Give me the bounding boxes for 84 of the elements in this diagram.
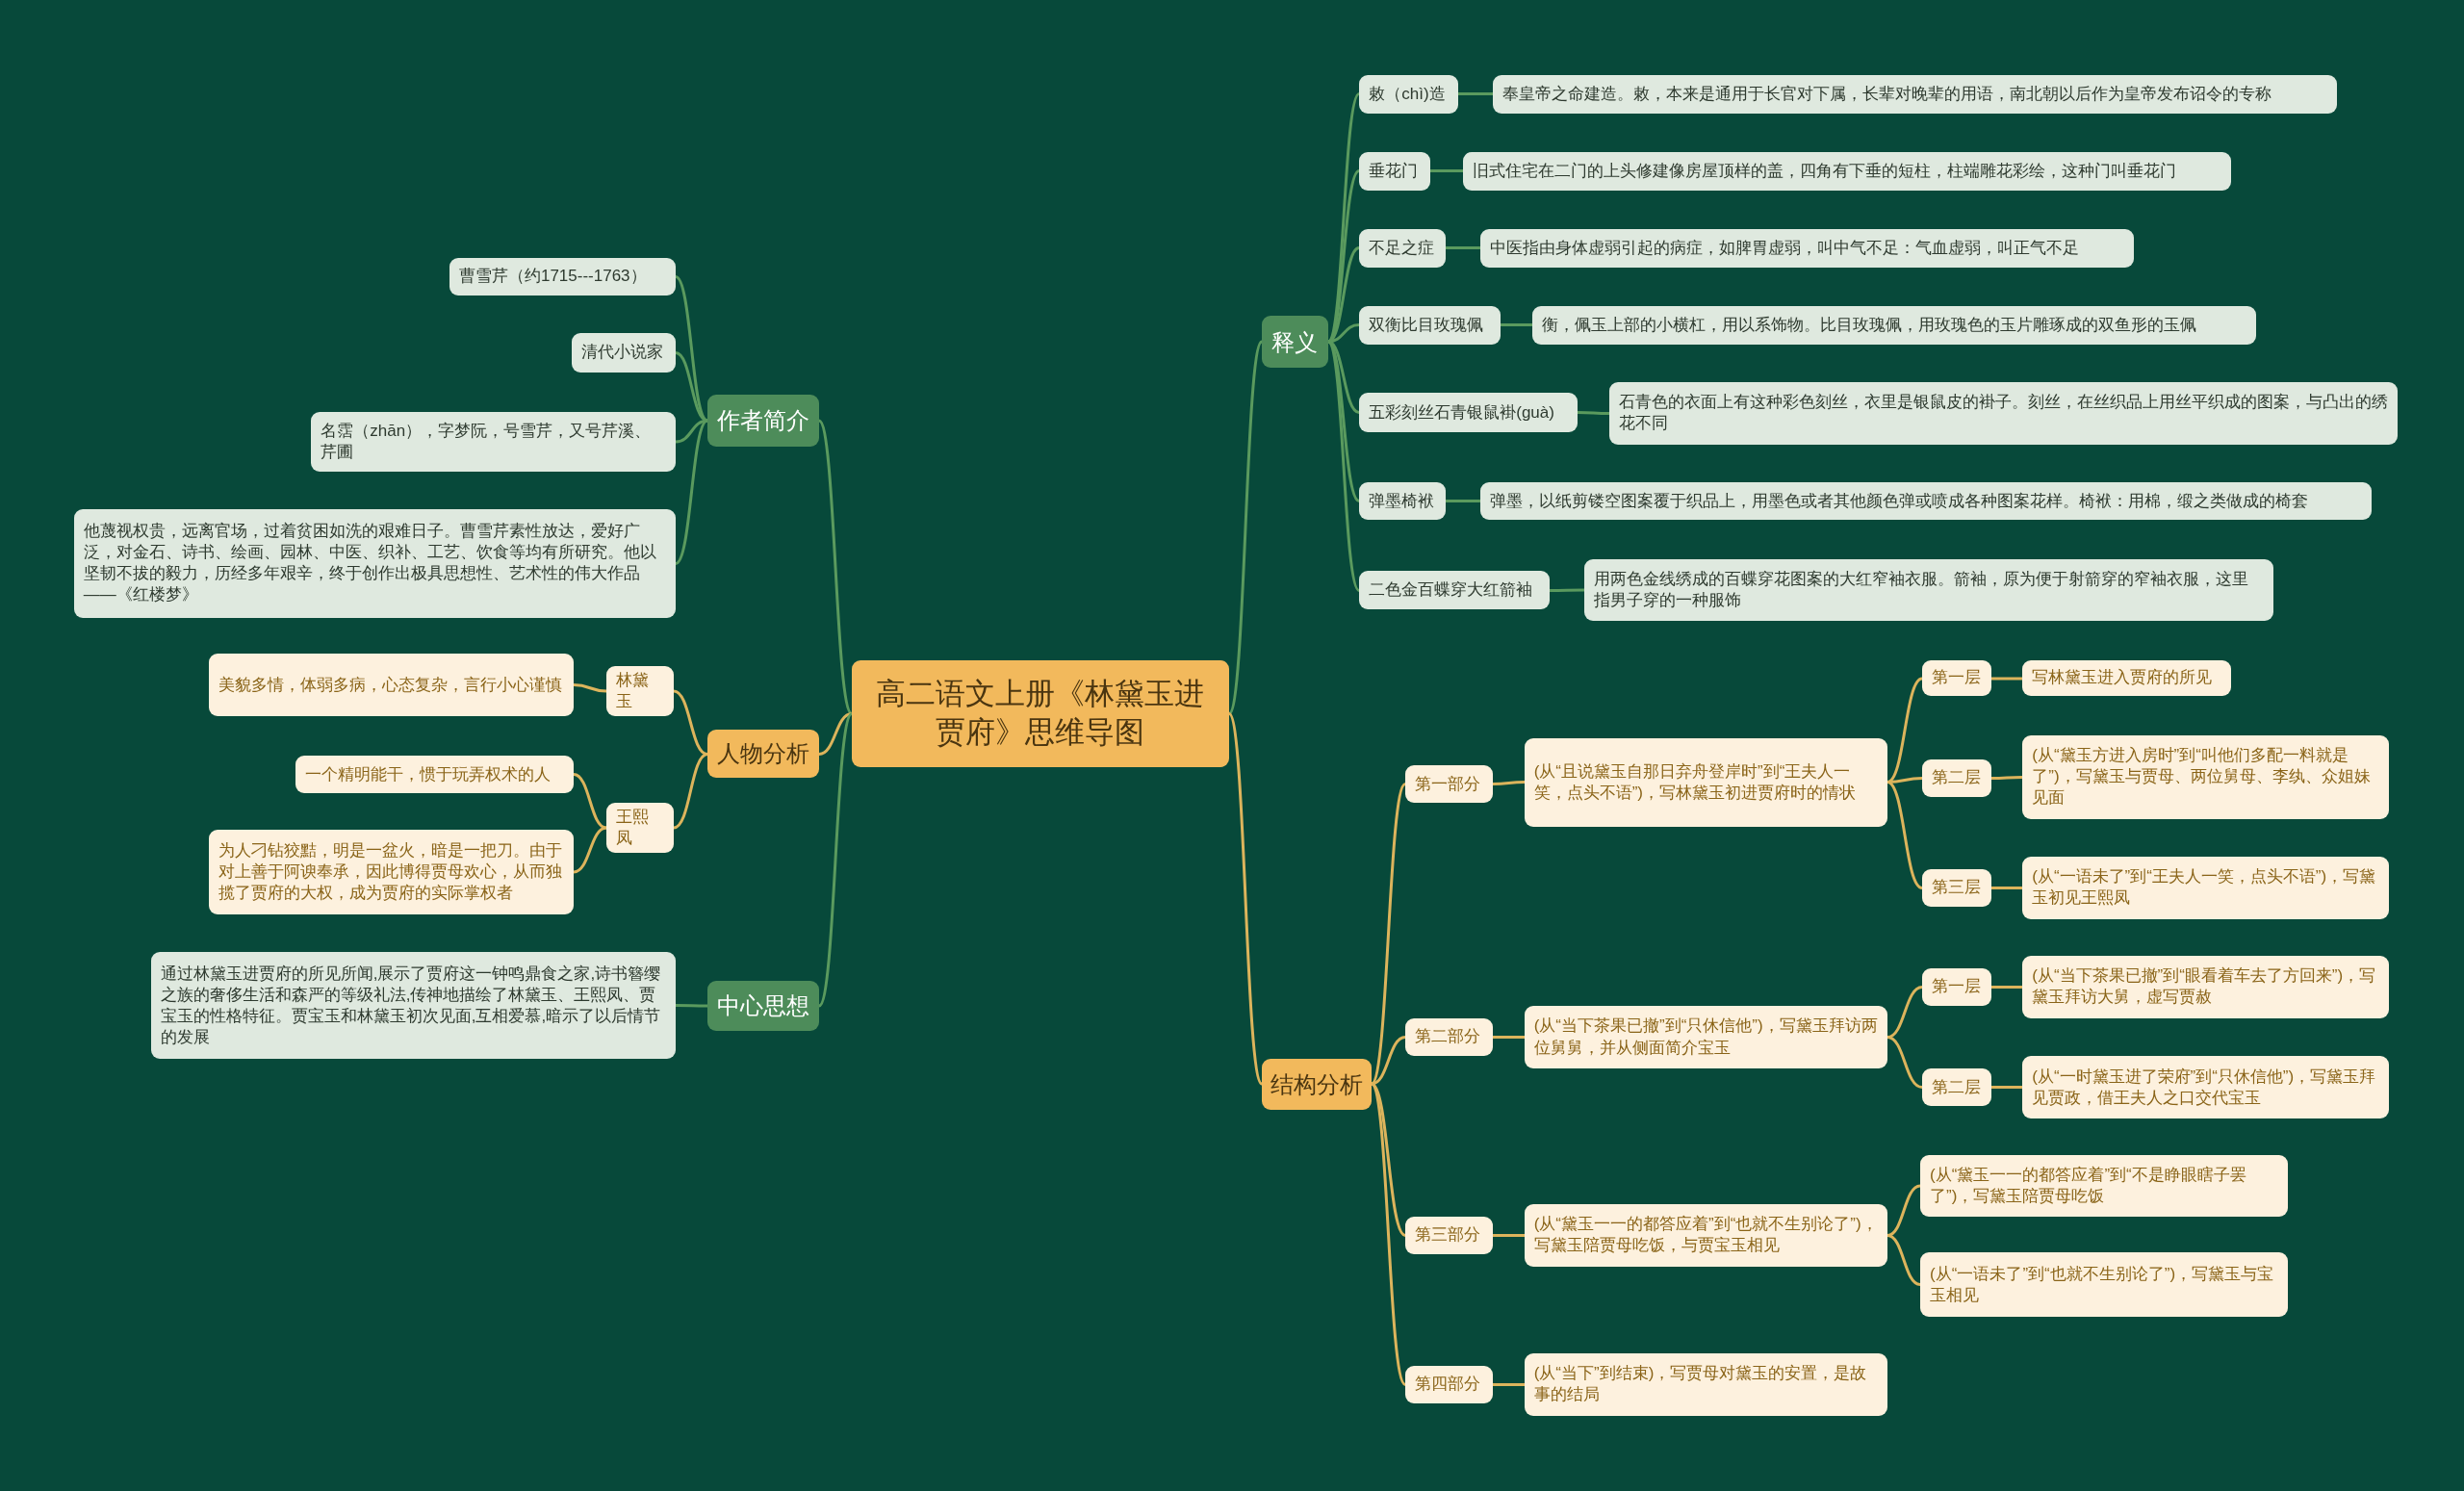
note-box: (从“黛玉一一的都答应着”到“不是睁眼瞎子罢了”)，写黛玉陪贾母吃饭 bbox=[1920, 1155, 2289, 1217]
note-box: 二色金百蝶穿大红箭袖 bbox=[1359, 570, 1550, 610]
note-box: 第三部分 bbox=[1404, 1216, 1493, 1254]
note-box: (从“当下茶果已撤”到“只休信他”)，写黛玉拜访两位舅舅，并从侧面简介宝玉 bbox=[1524, 1005, 1887, 1069]
connector bbox=[1886, 677, 1923, 784]
connector bbox=[1991, 677, 2022, 681]
note-box: 曹雪芹（约1715---1763） bbox=[449, 257, 677, 296]
topic-box: 结构分析 bbox=[1262, 1059, 1373, 1110]
connector bbox=[1493, 1036, 1525, 1039]
connector bbox=[1227, 341, 1264, 715]
connector bbox=[1991, 776, 2022, 780]
connector bbox=[1991, 986, 2022, 989]
note-box: 通过林黛玉进贾府的所见所闻,展示了贾府这一钟鸣鼎食之家,诗书簪缨之族的奢侈生活和森严的等级礼法,传神地描绘了林黛玉、王熙凤、贾宝玉的性格特征。贾宝玉和林黛玉初次见面,互相爱慕,暗示了以后情节的发展 bbox=[150, 952, 677, 1060]
note-box: 石青色的衣面上有这种彩色刻丝，衣里是银鼠皮的褂子。刻丝，在丝织品上用丝平织成的图案，与凸出的绣花不同 bbox=[1608, 381, 2399, 446]
connector bbox=[1493, 1234, 1525, 1237]
note-box: 中医指由身体虚弱引起的病症，如脾胃虚弱，叫中气不足：气血虚弱，叫正气不足 bbox=[1479, 229, 2135, 268]
note-box: 一个精明能干，惯于玩弄权术的人 bbox=[295, 756, 574, 794]
note-box: 奉皇帝之命建造。敕，本来是通用于长官对下属，长辈对晚辈的用语，南北朝以后作为皇帝发布诏令的专称 bbox=[1493, 75, 2337, 114]
note-box: 垂花门 bbox=[1359, 152, 1430, 191]
note-box: 王熙凤 bbox=[606, 803, 675, 854]
connector bbox=[1429, 169, 1463, 172]
connector bbox=[1991, 1086, 2022, 1089]
note-box: 第一层 bbox=[1921, 659, 1991, 697]
note-box: 第一层 bbox=[1921, 967, 1991, 1006]
connector bbox=[1326, 341, 1361, 592]
connector bbox=[1991, 887, 2022, 889]
connector bbox=[673, 753, 708, 830]
note-box: 双衡比目玫瑰佩 bbox=[1359, 306, 1502, 345]
note-box: 旧式住宅在二门的上头修建像房屋顶样的盖，四角有下垂的短柱，柱端雕花彩绘，这种门叫垂花门 bbox=[1463, 152, 2232, 191]
note-box: (从“黛玉一一的都答应着”到“也就不生别论了”)，写黛玉陪贾母吃饭，与贾宝玉相见 bbox=[1524, 1203, 1887, 1267]
note-box: 第二层 bbox=[1921, 758, 1991, 797]
connector bbox=[676, 1004, 707, 1008]
connector bbox=[818, 712, 853, 756]
note-box: (从“一语未了”到“王夫人一笑，点头不语”)，写黛玉初见王熙凤 bbox=[2022, 856, 2389, 920]
connector bbox=[573, 826, 607, 874]
connector bbox=[573, 773, 607, 830]
note-box: (从“一语未了”到“也就不生别论了”)，写黛玉与宝玉相见 bbox=[1920, 1252, 2289, 1318]
connector bbox=[1886, 781, 1923, 889]
connector bbox=[1886, 1184, 1921, 1237]
connector bbox=[1371, 1036, 1406, 1086]
note-box: 名霑（zhān），字梦阮，号雪芹，又号芹溪、芹圃 bbox=[311, 411, 676, 472]
note-box: 第二部分 bbox=[1404, 1017, 1493, 1057]
note-box: 衡，佩玉上部的小横杠，用以系饰物。比目玫瑰佩，用玫瑰色的玉片雕琢成的双鱼形的玉佩 bbox=[1531, 306, 2257, 345]
topic-box: 中心思想 bbox=[706, 980, 819, 1031]
note-box: 五彩刻丝石青银鼠褂(guà) bbox=[1359, 393, 1578, 432]
note-box: (从“当下茶果已撤”到“眼看着车去了方回来”)，写黛玉拜访大舅，虚写贾赦 bbox=[2022, 955, 2389, 1018]
note-box: 弹墨，以纸剪镂空图案覆于织品上，用墨色或者其他颜色弹或喷成各种图案花样。椅袱：用棉，缎之类做成的椅套 bbox=[1479, 482, 2372, 521]
connector bbox=[1578, 411, 1609, 415]
connector bbox=[1501, 323, 1532, 326]
note-box: 他蔑视权贵，远离官场，过着贫困如洗的艰难日子。曹雪芹素性放达，爱好广泛，对金石、诗书、绘画、园林、中医、织补、工艺、饮食等均有所研究。他以坚韧不拔的毅力，历经多年艰辛，终于创作出极具思想性、艺术性的伟大作品——《红楼梦》 bbox=[73, 508, 677, 618]
note-box: 不足之症 bbox=[1359, 229, 1446, 268]
note-box: 第四部分 bbox=[1404, 1365, 1493, 1403]
connector bbox=[675, 419, 708, 565]
note-box: (从“且说黛玉自那日弃舟登岸时”到“王夫人一笑，点头不语”)，写林黛玉初进贾府时的情状 bbox=[1524, 738, 1887, 827]
connector bbox=[573, 683, 607, 693]
note-box: (从“黛玉方进入房时”到“叫他们多配一料就是了”)，写黛玉与贾母、两位舅母、李纨、众姐妹见面 bbox=[2022, 735, 2389, 819]
note-box: 第三层 bbox=[1921, 868, 1991, 907]
connector bbox=[1886, 1234, 1921, 1286]
topic-box: 人物分析 bbox=[706, 729, 819, 779]
note-box: 弹墨椅袱 bbox=[1359, 482, 1446, 521]
connector bbox=[1227, 712, 1264, 1085]
note-box: 用两色金线绣成的百蝶穿花图案的大红窄袖衣服。箭袖，原为便于射箭穿的窄袖衣服，这里指男子穿的一种服饰 bbox=[1583, 559, 2274, 621]
connector bbox=[1886, 777, 1923, 784]
note-box: (从“一时黛玉进了荣府”到“只休信他”)，写黛玉拜见贾政，借王夫人之口交代宝玉 bbox=[2022, 1056, 2389, 1119]
central-topic: 高二语文上册《林黛玉进贾府》思维导图 bbox=[851, 659, 1229, 767]
note-box: 敕（chì)造 bbox=[1359, 75, 1459, 114]
topic-box: 释义 bbox=[1262, 316, 1328, 369]
connector bbox=[1458, 92, 1493, 95]
connector bbox=[1493, 781, 1525, 785]
note-box: 第一部分 bbox=[1404, 765, 1493, 804]
connector bbox=[673, 689, 708, 756]
connector bbox=[1886, 1036, 1923, 1089]
note-box: 美貌多情，体弱多病，心态复杂，言行小心谨慎 bbox=[209, 654, 574, 717]
note-box: 为人刁钻狡黠，明是一盆火，暗是一把刀。由于对上善于阿谀奉承，因此博得贾母欢心，从而独揽了贾府的大权，成为贾府的实际掌权者 bbox=[209, 830, 574, 915]
note-box: (从“当下”到结束)，写贾母对黛玉的安置，是故事的结局 bbox=[1524, 1352, 1887, 1416]
note-box: 第二层 bbox=[1921, 1068, 1991, 1107]
note-box: 写林黛玉进入贾府的所见 bbox=[2022, 659, 2232, 697]
note-box: 林黛玉 bbox=[606, 666, 675, 717]
connector bbox=[1446, 246, 1480, 249]
connector bbox=[1446, 500, 1480, 502]
connector bbox=[1493, 1383, 1525, 1386]
note-box: 清代小说家 bbox=[572, 333, 677, 373]
connector bbox=[1550, 588, 1584, 592]
topic-box: 作者简介 bbox=[706, 394, 819, 447]
